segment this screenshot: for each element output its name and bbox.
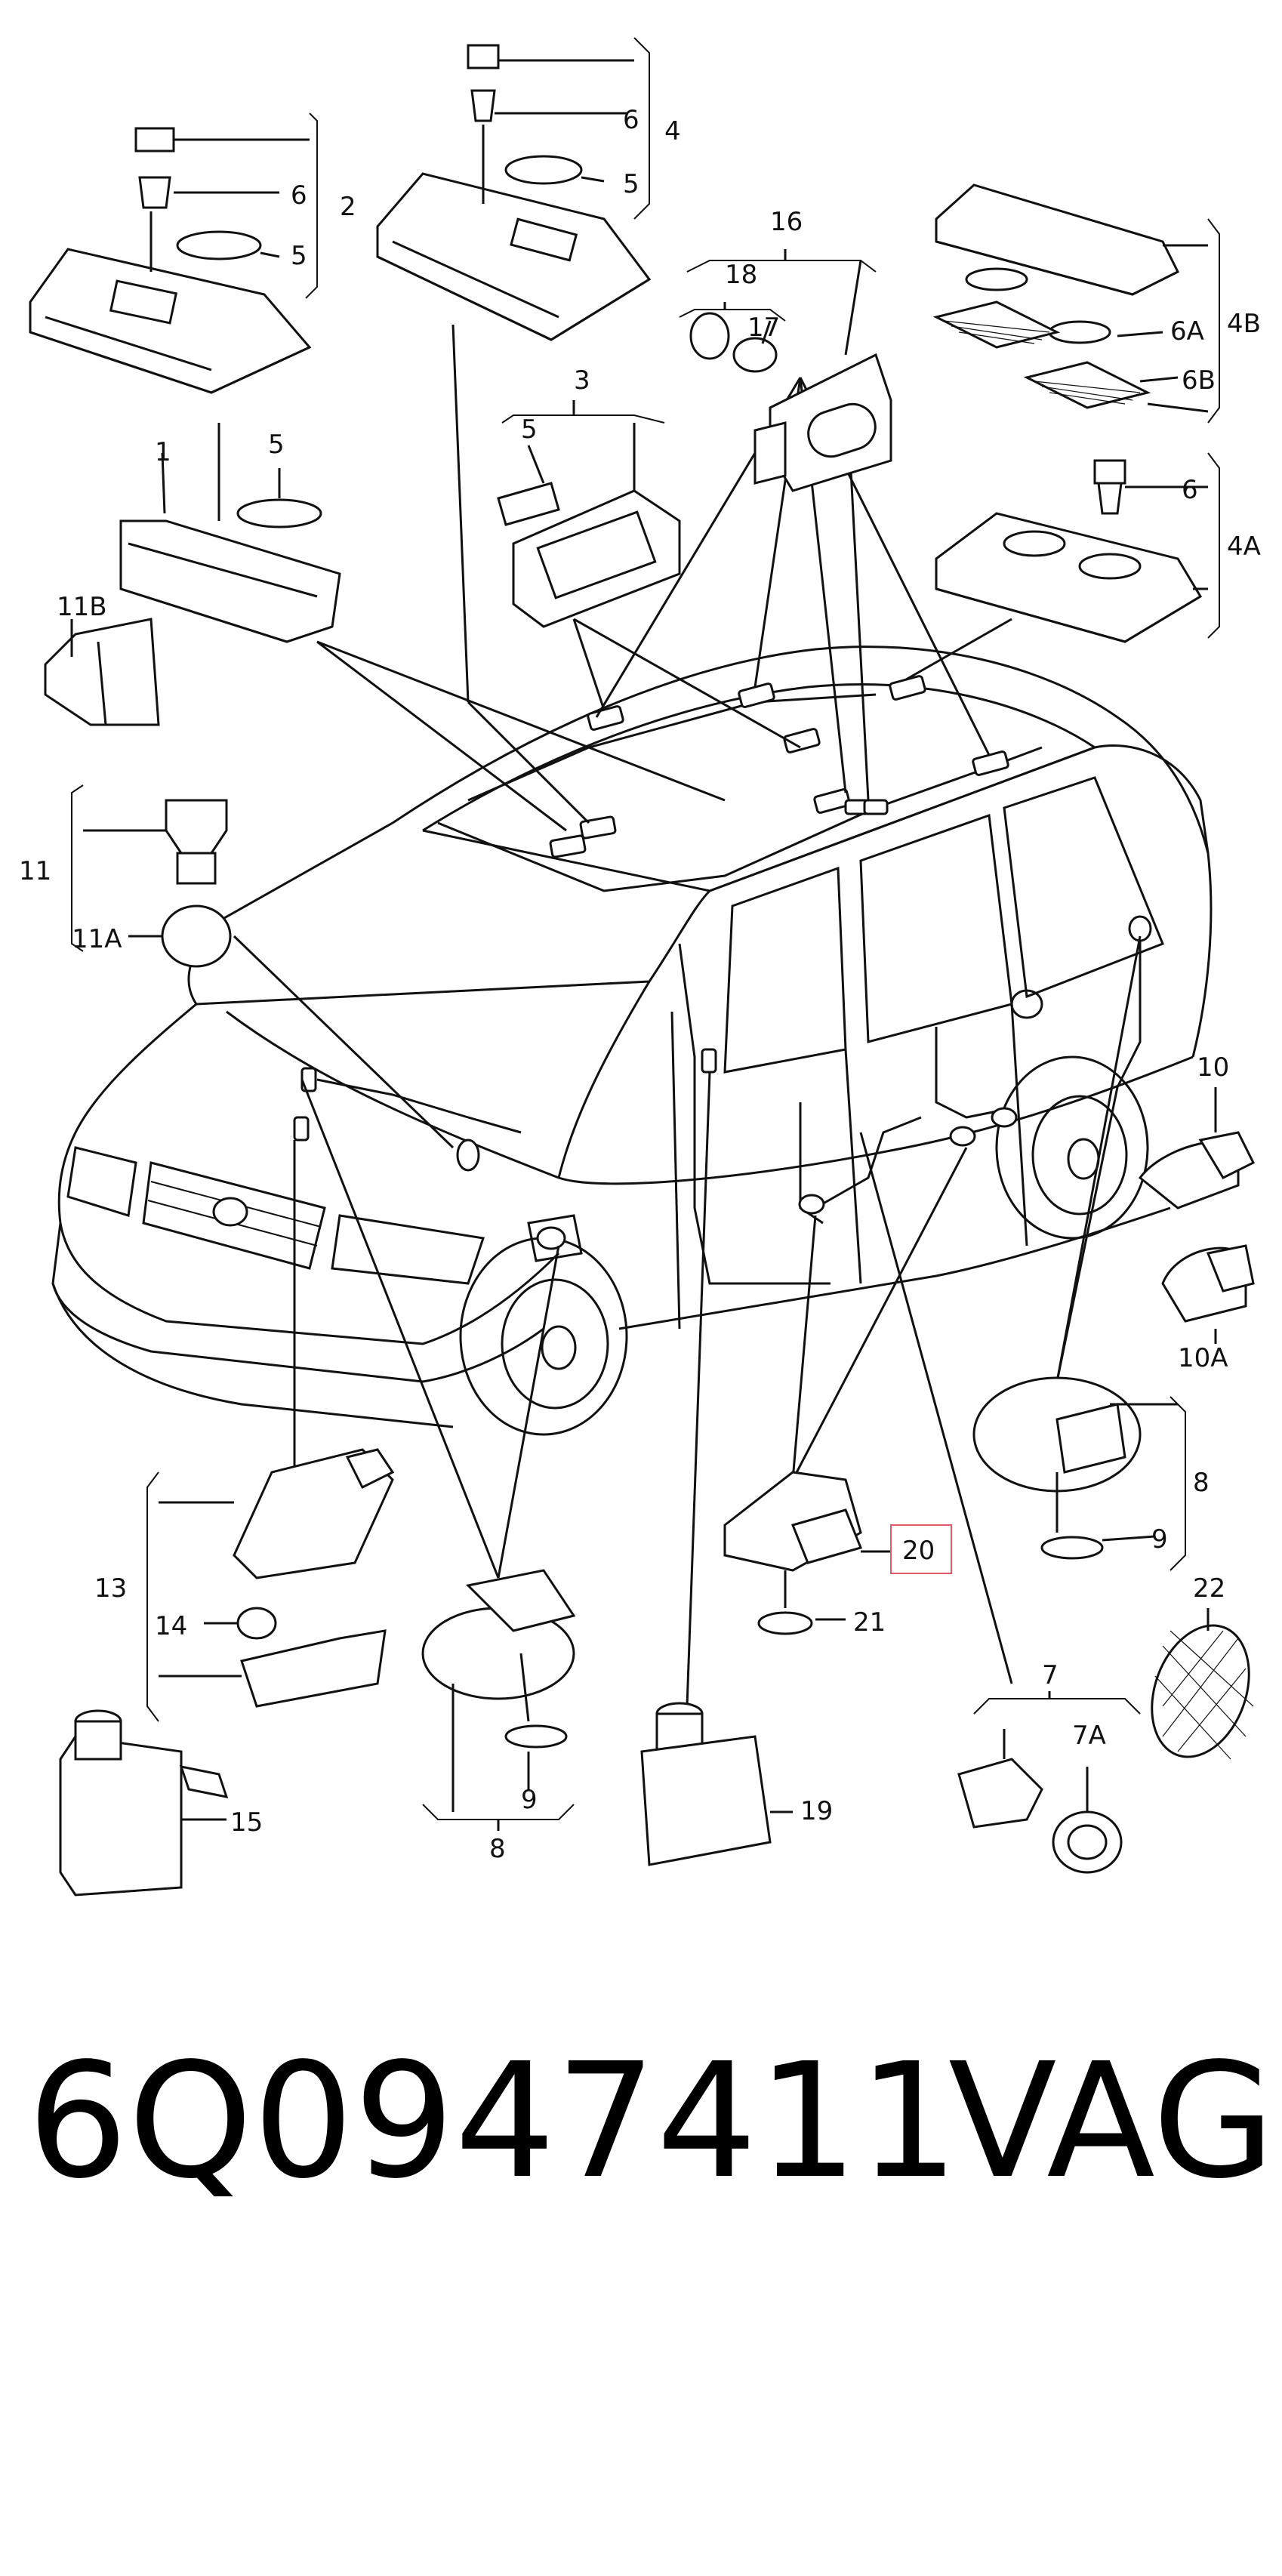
label-19: 19 bbox=[800, 1796, 833, 1826]
part-10-lamp bbox=[1138, 1087, 1256, 1209]
label-17: 17 bbox=[747, 313, 780, 343]
part-4-interior-lamp bbox=[376, 37, 652, 341]
label-9: 9 bbox=[1151, 1524, 1168, 1555]
label-2: 2 bbox=[340, 192, 356, 222]
label-7A: 7A bbox=[1072, 1721, 1106, 1751]
label-15: 15 bbox=[230, 1807, 263, 1838]
brand-name: VAG bbox=[948, 2029, 1275, 2214]
label-10A: 10A bbox=[1178, 1343, 1228, 1373]
label-6A: 6A bbox=[1170, 316, 1204, 347]
label-4B: 4B bbox=[1227, 309, 1261, 339]
label-14: 14 bbox=[155, 1611, 187, 1641]
label-4: 4 bbox=[664, 116, 681, 146]
label-5: 5 bbox=[291, 241, 307, 271]
label-3: 3 bbox=[574, 365, 590, 396]
label-4A: 4A bbox=[1227, 532, 1261, 562]
part-4B-lamp-assembly bbox=[932, 183, 1220, 424]
label-9: 9 bbox=[521, 1785, 538, 1815]
part-19-switch bbox=[640, 1702, 793, 1866]
part-4A-lamp-housing bbox=[935, 452, 1220, 643]
parts-diagram: 2 6 5 1 5 11B 11 11A 6 4 5 3 5 16 18 17 … bbox=[19, 37, 1261, 1897]
part-22-lens-grid bbox=[1151, 1608, 1254, 1760]
label-21: 21 bbox=[853, 1607, 886, 1638]
label-5: 5 bbox=[623, 169, 639, 199]
hatch-pattern-6A bbox=[943, 320, 1050, 344]
part-2-interior-lamp bbox=[29, 112, 318, 394]
highlight-box-20 bbox=[890, 1524, 952, 1574]
label-8: 8 bbox=[489, 1834, 506, 1864]
part-labels: 2 6 5 1 5 11B 11 11A 6 4 5 3 5 16 18 17 … bbox=[19, 105, 1261, 1864]
label-22: 22 bbox=[1193, 1573, 1225, 1604]
part-16-door-lamp bbox=[679, 249, 892, 492]
label-13: 13 bbox=[94, 1573, 127, 1604]
label-20: 20 bbox=[902, 1536, 935, 1566]
part-8-lamp-center bbox=[421, 1569, 576, 1831]
part-10A-lamp bbox=[1161, 1244, 1255, 1344]
part-11B-bracket bbox=[44, 618, 160, 726]
part-8-lamp-right bbox=[972, 1376, 1186, 1571]
part-7-bulb-holder bbox=[957, 1691, 1141, 1874]
label-8: 8 bbox=[1193, 1468, 1210, 1498]
part-20-door-lamp bbox=[723, 1471, 952, 1635]
label-6: 6 bbox=[1182, 475, 1198, 505]
label-5: 5 bbox=[268, 430, 285, 460]
part-11-switch bbox=[71, 784, 232, 968]
label-1: 1 bbox=[155, 437, 171, 467]
part-15-switch bbox=[59, 1709, 229, 1897]
label-16: 16 bbox=[770, 207, 803, 237]
label-7: 7 bbox=[1042, 1660, 1059, 1690]
label-10: 10 bbox=[1197, 1052, 1229, 1083]
part-13-lamp bbox=[146, 1448, 395, 1722]
part-1-interior-lamp bbox=[119, 423, 341, 643]
label-11B: 11B bbox=[57, 592, 107, 622]
part-3-reading-lamp bbox=[497, 400, 681, 628]
label-6B: 6B bbox=[1182, 365, 1216, 396]
label-5: 5 bbox=[521, 414, 538, 445]
caption: 6Q0947411 VAG bbox=[27, 2029, 1275, 2214]
hatch-pattern-6B bbox=[1034, 381, 1141, 405]
label-11: 11 bbox=[19, 856, 51, 886]
label-18: 18 bbox=[725, 260, 757, 290]
vehicle-body bbox=[51, 646, 1213, 1436]
label-6: 6 bbox=[623, 105, 639, 135]
label-11A: 11A bbox=[72, 924, 122, 954]
wiring-harness bbox=[316, 693, 1142, 1285]
part-number: 6Q0947411 bbox=[27, 2029, 960, 2214]
label-6: 6 bbox=[291, 180, 307, 211]
